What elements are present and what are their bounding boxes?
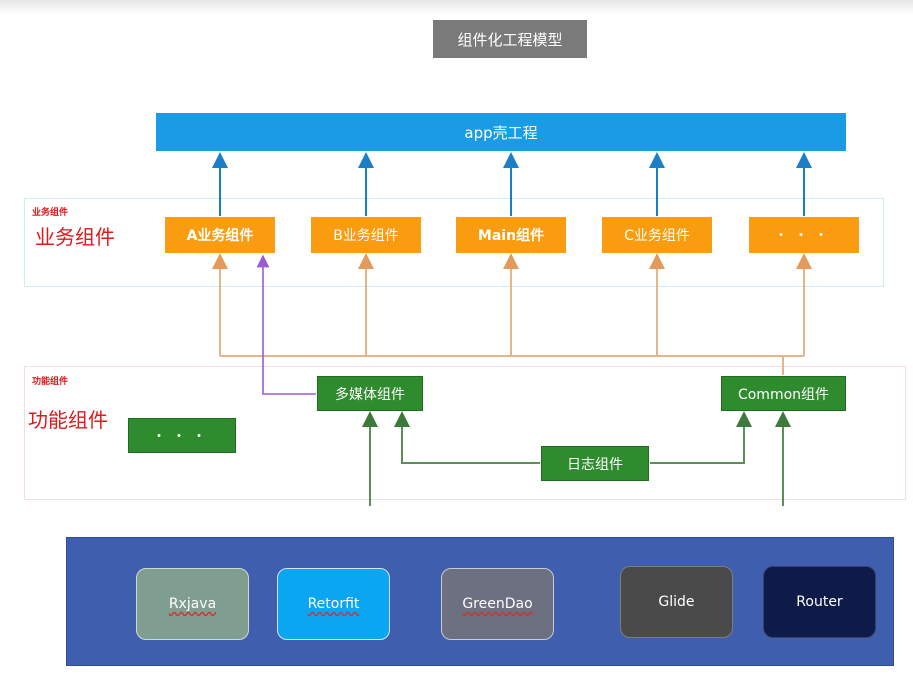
- component-main: Main组件: [456, 217, 566, 253]
- function-more: ・・・: [128, 418, 236, 453]
- arrow-log-to-multimedia: [394, 411, 540, 464]
- diagram-title: 组件化工程模型: [433, 20, 587, 58]
- app-shell-bar: app壳工程: [156, 113, 846, 151]
- business-layer-region: [24, 198, 884, 287]
- business-layer-small-tag: 业务组件: [32, 208, 69, 218]
- component-b: B业务组件: [311, 217, 421, 253]
- library-retorfit-label: Retorfit: [307, 596, 360, 612]
- blue-arrows: [212, 152, 812, 216]
- function-layer-label: 功能组件: [28, 408, 108, 432]
- arrow-multimedia-to-a: [256, 254, 316, 395]
- log-component: 日志组件: [541, 446, 649, 481]
- library-router: Router: [763, 566, 876, 638]
- business-layer-label: 业务组件: [35, 225, 115, 249]
- common-component: Common组件: [721, 376, 846, 411]
- component-more: ・・・: [749, 217, 859, 253]
- library-rxjava: Rxjava: [136, 568, 249, 640]
- function-layer-small-tag: 功能组件: [32, 377, 69, 387]
- library-router-label: Router: [796, 594, 843, 610]
- green-lines: [362, 411, 791, 506]
- library-greendao: GreenDao: [441, 568, 554, 640]
- library-glide-label: Glide: [658, 594, 695, 610]
- orange-lines: [212, 253, 812, 375]
- component-a: A业务组件: [165, 217, 275, 253]
- library-glide: Glide: [620, 566, 733, 638]
- multimedia-component: 多媒体组件: [317, 376, 423, 411]
- component-c: C业务组件: [602, 217, 712, 253]
- library-rxjava-label: Rxjava: [168, 596, 217, 612]
- arrow-log-to-common: [650, 411, 752, 464]
- function-layer-region: [24, 366, 906, 500]
- library-greendao-label: GreenDao: [462, 596, 533, 612]
- library-retorfit: Retorfit: [277, 568, 390, 640]
- top-shade: [0, 0, 913, 14]
